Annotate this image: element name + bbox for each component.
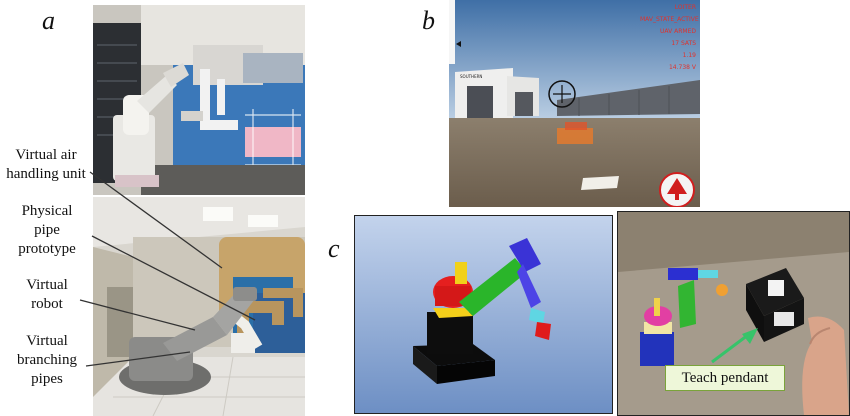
- panel-b-photo: [449, 0, 700, 207]
- callout-virtual-branching-pipes: Virtual branching pipes: [17, 333, 77, 387]
- panel-label-a: a: [42, 6, 55, 35]
- hud-value: 1.19: [682, 52, 696, 59]
- panel-a-top-photo: [93, 5, 305, 195]
- callout-air-handling-unit: Virtual air handling unit: [6, 147, 86, 182]
- panel-b-hud-readout: LOITER MAV_STATE_ACTIVE UAV ARMED 17 SAT…: [640, 2, 699, 74]
- hud-voltage: 14.738 V: [668, 64, 696, 71]
- panel-c-render: [354, 215, 613, 414]
- panel-label-c: c: [328, 234, 340, 263]
- hud-armed: UAV ARMED: [660, 28, 696, 35]
- callout-physical-pipe-prototype: Physical pipe prototype: [18, 203, 76, 257]
- hud-state: MAV_STATE_ACTIVE: [640, 16, 699, 23]
- panel-a-bottom-photo: [93, 197, 305, 416]
- callout-virtual-robot: Virtual robot: [26, 277, 68, 312]
- hud-mode: LOITER: [674, 4, 696, 11]
- building-sign: SOUTHERN: [460, 74, 483, 79]
- teach-pendant-label: Teach pendant: [665, 365, 785, 391]
- panel-label-b: b: [422, 6, 435, 35]
- hud-sats: 17 SATS: [671, 40, 696, 47]
